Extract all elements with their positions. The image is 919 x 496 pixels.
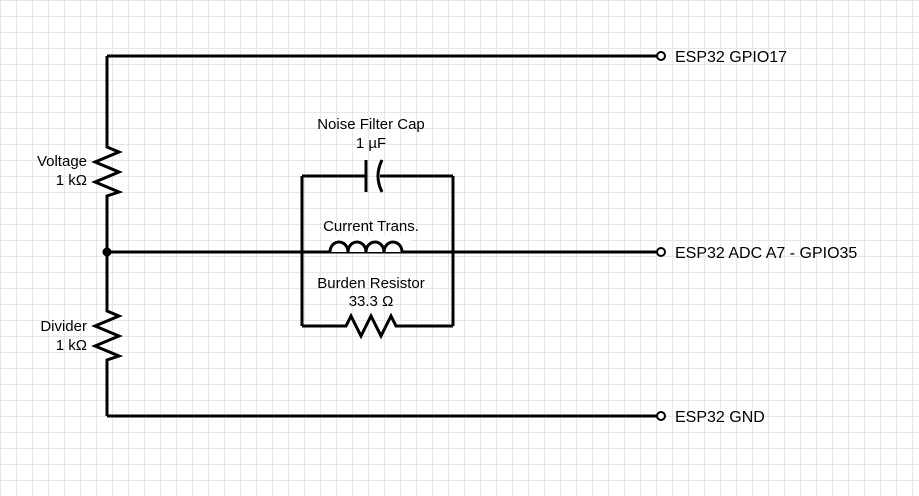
resistor-divider-value: 1 kΩ [56, 337, 87, 354]
junction-dot [102, 247, 112, 257]
resistor-voltage-name: Voltage [37, 153, 87, 170]
capacitor-symbol [364, 159, 384, 193]
resistor-burden-value: 33.3 Ω [349, 293, 394, 310]
terminal-gpio17-circle[interactable] [656, 51, 666, 61]
capacitor-value: 1 µF [356, 135, 386, 152]
resistor-voltage-value: 1 kΩ [56, 172, 87, 189]
inductor-symbol [328, 236, 410, 254]
terminal-gnd-circle[interactable] [656, 411, 666, 421]
capacitor-name: Noise Filter Cap [317, 116, 425, 133]
terminal-adc-label: ESP32 ADC A7 - GPIO35 [675, 245, 857, 262]
resistor-divider-name: Divider [40, 318, 87, 335]
terminal-adc-circle[interactable] [656, 247, 666, 257]
inductor-name: Current Trans. [323, 218, 419, 235]
terminal-gnd-label: ESP32 GND [675, 409, 765, 426]
resistor-burden-symbol [340, 312, 400, 340]
resistor-voltage-symbol [91, 140, 124, 200]
resistor-divider-symbol [91, 304, 124, 364]
terminal-gpio17-label: ESP32 GPIO17 [675, 49, 787, 66]
resistor-burden-name: Burden Resistor [317, 275, 425, 292]
